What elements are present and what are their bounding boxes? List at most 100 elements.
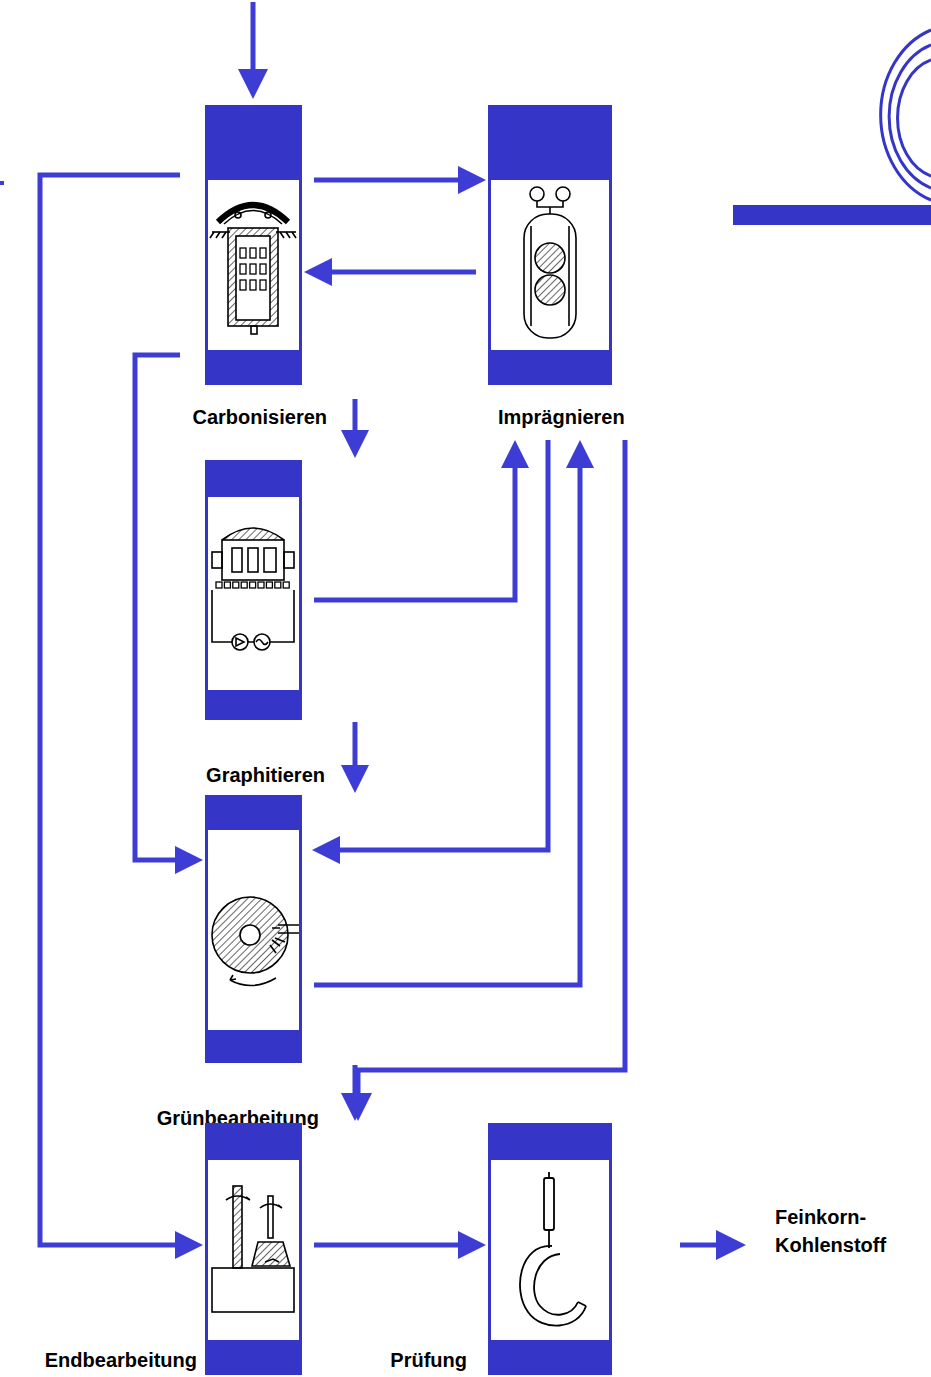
furnace-drawing xyxy=(236,236,270,320)
step-label: Imprägnieren xyxy=(498,405,625,429)
box-footer-band xyxy=(491,1340,609,1372)
finishing-drawing xyxy=(212,1268,294,1312)
green-machining-drawing xyxy=(212,897,288,973)
furnace-drawing xyxy=(228,228,278,326)
graphitizing-furnace-drawing xyxy=(254,634,270,650)
logo xyxy=(889,45,931,188)
logo xyxy=(881,30,931,200)
finishing-drawing xyxy=(260,1204,282,1208)
box-footer-band xyxy=(208,1340,299,1372)
autoclave-drawing xyxy=(530,187,544,201)
furnace-drawing xyxy=(265,212,271,218)
green-machining-drawing xyxy=(212,897,300,986)
floor-tile xyxy=(241,582,247,588)
flow-arrow xyxy=(353,399,358,444)
box-footer-band xyxy=(208,1030,299,1060)
process-box: Graphitieren xyxy=(205,460,302,720)
finishing-drawing xyxy=(226,1196,250,1200)
box-header-band xyxy=(208,798,299,830)
process-box: Grünbearbeitung xyxy=(205,795,302,1063)
box-footer-band xyxy=(208,690,299,717)
graphitizing-furnace-drawing xyxy=(212,590,294,642)
floor-tile xyxy=(275,582,281,588)
autoclave-drawing xyxy=(524,214,576,338)
flow-arrow xyxy=(40,175,189,1245)
flow-arrow xyxy=(314,1243,472,1248)
process-box: Carbonisieren xyxy=(205,105,302,385)
flow-arrow xyxy=(314,454,580,985)
micrometer-drawing xyxy=(534,1254,578,1315)
product-label: Feinkorn- Kohlenstoff xyxy=(775,1203,931,1259)
flow-arrow xyxy=(314,178,472,183)
output-arrow xyxy=(680,1243,731,1248)
process-box: Imprägnieren xyxy=(488,105,612,385)
furnace-drawing xyxy=(251,326,257,334)
floor-tile xyxy=(266,582,272,588)
floor-tile xyxy=(283,582,289,588)
graphitizing-furnace-drawing xyxy=(222,540,284,580)
box-footer-band xyxy=(491,350,609,382)
graphitizing-furnace-drawing xyxy=(236,638,244,646)
charge-piece xyxy=(260,280,266,290)
box-footer-band xyxy=(208,350,299,382)
step-label: Endbearbeitung xyxy=(45,1348,197,1372)
micrometer-drawing xyxy=(544,1178,554,1230)
autoclave-drawing xyxy=(556,187,570,201)
furnace-drawing xyxy=(224,211,282,225)
autoclave-drawing xyxy=(524,187,576,338)
flow-arrow xyxy=(314,454,515,600)
process-box: Prüfung xyxy=(488,1123,612,1375)
logo xyxy=(733,205,931,225)
micrometer-drawing xyxy=(548,1172,550,1178)
graphitizing-furnace-drawing xyxy=(212,528,294,650)
autoclave-drawing xyxy=(535,243,565,273)
edge-fragment xyxy=(0,183,4,184)
box-header-band xyxy=(208,108,299,180)
autoclave-drawing xyxy=(535,275,565,305)
finishing-drawing xyxy=(212,1186,294,1312)
micrometer-drawing xyxy=(520,1172,586,1326)
finishing-drawing xyxy=(252,1242,290,1266)
floor-tile xyxy=(258,582,264,588)
charge-piece xyxy=(250,280,256,290)
input-arrow xyxy=(253,2,254,84)
autoclave-drawing xyxy=(568,226,570,326)
logo xyxy=(733,30,931,225)
floor-tile xyxy=(250,582,256,588)
process-box: Endbearbeitung xyxy=(205,1123,302,1375)
step-label: Prüfung xyxy=(390,1348,467,1372)
step-label: Carbonisieren xyxy=(193,405,327,429)
graphitizing-furnace-drawing xyxy=(212,552,222,568)
output-arrow xyxy=(680,1245,731,1246)
finishing-drawing xyxy=(268,1196,273,1238)
micrometer-drawing xyxy=(578,1302,586,1306)
charge-piece xyxy=(240,280,246,290)
floor-tile xyxy=(224,582,230,588)
graphitizing-furnace-drawing xyxy=(256,640,268,645)
graphitizing-furnace-drawing xyxy=(222,528,284,540)
graphitizing-furnace-drawing xyxy=(248,548,258,572)
logo xyxy=(898,60,931,176)
graphitizing-furnace-drawing xyxy=(284,552,294,568)
finishing-drawing xyxy=(265,1259,279,1262)
floor-tile xyxy=(233,582,239,588)
green-machining-drawing xyxy=(240,925,260,945)
graphitizing-furnace-drawing xyxy=(232,548,242,572)
charge-piece xyxy=(250,264,256,274)
charge-piece xyxy=(260,264,266,274)
furnace-drawing xyxy=(210,205,296,334)
charge-piece xyxy=(240,264,246,274)
graphitizing-furnace-drawing xyxy=(264,548,276,572)
charge-piece xyxy=(260,248,266,258)
step-label: Graphitieren xyxy=(206,763,325,787)
green-machining-drawing xyxy=(270,938,285,953)
furnace-floor xyxy=(216,582,289,588)
box-header-band xyxy=(491,108,609,180)
green-machining-drawing xyxy=(230,978,276,986)
flow-arrow xyxy=(318,270,476,275)
box-header-band xyxy=(208,1126,299,1160)
charge-piece xyxy=(250,248,256,258)
